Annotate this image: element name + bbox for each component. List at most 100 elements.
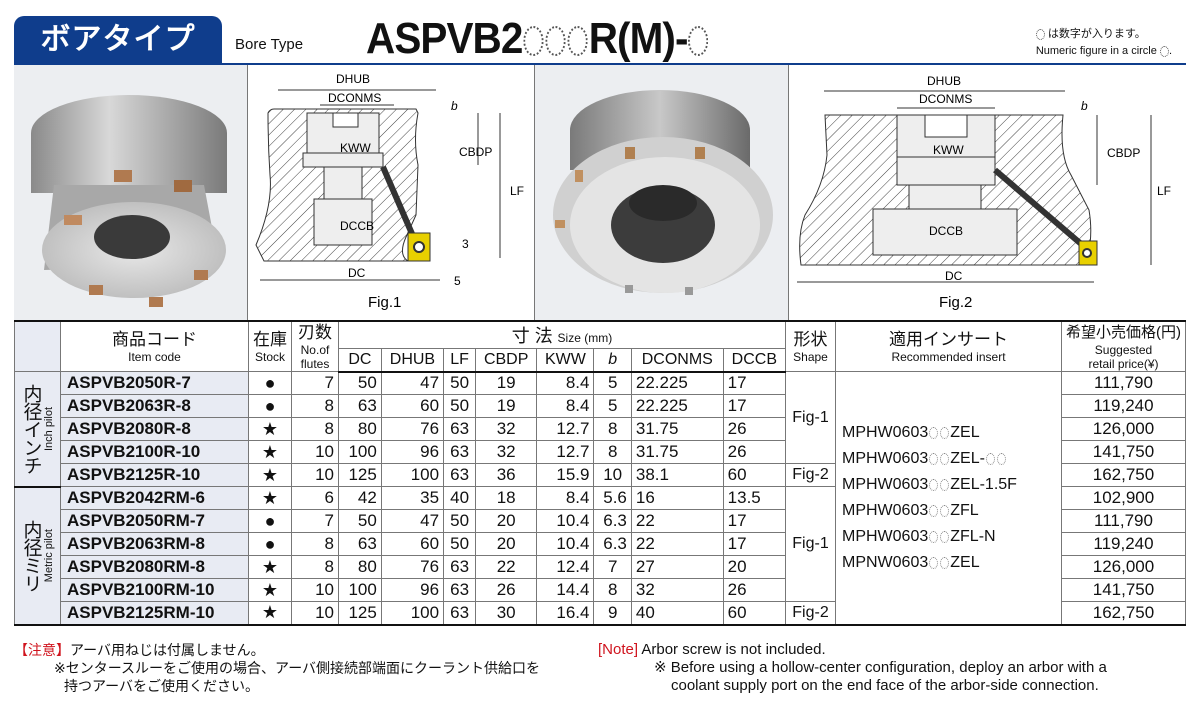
dim-label-b: b xyxy=(1081,99,1088,113)
placeholder-circle-icon xyxy=(567,26,588,57)
cell-flutes: 8 xyxy=(291,417,339,441)
model-mid: R(M)- xyxy=(588,14,689,63)
table-row: ASPVB2050RM-7 ● 7 50 47 50 20 10.4 6.3 2… xyxy=(15,509,1186,533)
item-code: ASPVB2063RM-8 xyxy=(60,532,249,556)
cell-dconms: 40 xyxy=(630,601,724,626)
table-row: ASPVB2063R-8 ● 8 63 60 50 19 8.4 5 22.22… xyxy=(15,394,1186,418)
shape-cell: Fig-2 xyxy=(785,601,836,626)
cell-b: 5.6 xyxy=(593,486,632,510)
cell-cbdp: 30 xyxy=(475,601,538,626)
cell-kww: 15.9 xyxy=(536,463,595,487)
cell-dhub: 47 xyxy=(380,509,445,533)
cell-lf: 63 xyxy=(443,417,477,441)
col-dccb: DCCB xyxy=(722,348,787,373)
col-lf: LF xyxy=(443,348,477,373)
note-line2-en: ※ Before using a hollow-center configura… xyxy=(654,659,1107,676)
dim-label-cbdp: CBDP xyxy=(459,145,492,159)
cell-cbdp: 20 xyxy=(475,509,538,533)
placeholder-circle-icon xyxy=(929,556,939,569)
cell-dccb: 13.5 xyxy=(722,486,787,510)
price: 119,240 xyxy=(1061,532,1186,556)
cell-kww: 8.4 xyxy=(536,394,595,418)
cell-dconms: 31.75 xyxy=(630,417,724,441)
dim-label-dconms: DCONMS xyxy=(919,92,972,106)
dim-label-cbdp: CBDP xyxy=(1107,146,1140,160)
cell-kww: 14.4 xyxy=(536,578,595,602)
cell-cbdp: 32 xyxy=(475,440,538,464)
stock-mark: ★ xyxy=(248,463,292,487)
placeholder-circle-icon xyxy=(1159,45,1169,57)
cell-dhub: 96 xyxy=(380,440,445,464)
table-row: ASPVB2080RM-8 ★ 8 80 76 63 22 12.4 7 27 … xyxy=(15,555,1186,579)
cell-dhub: 60 xyxy=(380,532,445,556)
cell-flutes: 10 xyxy=(291,463,339,487)
placeholder-circle-icon xyxy=(688,26,709,57)
col-dc: DC xyxy=(337,348,382,373)
dim-label-dhub: DHUB xyxy=(927,74,961,88)
header-divider xyxy=(14,63,1186,65)
cell-dccb: 60 xyxy=(722,601,787,626)
placeholder-note: は数字が入ります。 Numeric figure in a circle . xyxy=(1035,28,1172,57)
price: 141,750 xyxy=(1061,440,1186,464)
stock-mark: ● xyxy=(248,371,292,395)
cell-lf: 50 xyxy=(443,509,477,533)
item-code: ASPVB2063R-8 xyxy=(60,394,249,418)
section-subtitle: Bore Type xyxy=(235,36,304,53)
placeholder-circle-icon xyxy=(985,452,995,465)
placeholder-circle-icon xyxy=(545,26,566,57)
group-header-blank xyxy=(14,320,61,372)
cell-lf: 50 xyxy=(443,394,477,418)
stock-mark: ● xyxy=(248,394,292,418)
dim-label-kww: KWW xyxy=(933,143,964,157)
cell-dccb: 17 xyxy=(722,394,787,418)
cell-b: 7 xyxy=(593,555,632,579)
cell-dc: 100 xyxy=(337,578,382,602)
cell-dhub: 60 xyxy=(380,394,445,418)
table-row: ASPVB2080R-8 ★ 8 80 76 63 32 12.7 8 31.7… xyxy=(15,417,1186,441)
cell-dhub: 100 xyxy=(380,601,445,626)
price: 111,790 xyxy=(1061,371,1186,395)
cell-b: 8 xyxy=(593,417,632,441)
price: 111,790 xyxy=(1061,509,1186,533)
item-code: ASPVB2100R-10 xyxy=(60,440,249,464)
dim-label-kww: KWW xyxy=(340,141,371,155)
cell-b: 8 xyxy=(593,578,632,602)
shape-cell: Fig-2 xyxy=(785,463,836,487)
cell-dc: 80 xyxy=(337,555,382,579)
dim-label-dccb: DCCB xyxy=(929,224,963,238)
figure-strip: DHUB DCONMS b KWW CBDP LF DCCB DC 3 5 Fi… xyxy=(14,65,1186,320)
item-code: ASPVB2125R-10 xyxy=(60,463,249,487)
cell-dconms: 22.225 xyxy=(630,394,724,418)
placeholder-circle-icon xyxy=(929,530,939,543)
stock-mark: ★ xyxy=(248,555,292,579)
cell-flutes: 10 xyxy=(291,440,339,464)
stock-mark: ★ xyxy=(248,601,292,626)
cell-lf: 63 xyxy=(443,463,477,487)
col-kww: KWW xyxy=(536,348,595,373)
item-code: ASPVB2080RM-8 xyxy=(60,555,249,579)
cell-flutes: 8 xyxy=(291,532,339,556)
cell-dconms: 22.225 xyxy=(630,371,724,395)
placeholder-note-en: Numeric figure in a circle xyxy=(1035,45,1157,57)
cell-dhub: 35 xyxy=(380,486,445,510)
cell-dc: 125 xyxy=(337,601,382,626)
item-code: ASPVB2125RM-10 xyxy=(60,601,249,626)
price: 126,000 xyxy=(1061,417,1186,441)
cell-kww: 16.4 xyxy=(536,601,595,626)
cell-dc: 50 xyxy=(337,371,382,395)
cell-flutes: 6 xyxy=(291,486,339,510)
placeholder-circle-icon xyxy=(1035,28,1045,40)
diagram-fig1: DHUB DCONMS b KWW CBDP LF DCCB DC 3 5 Fi… xyxy=(248,65,534,320)
cell-dc: 100 xyxy=(337,440,382,464)
cell-dconms: 16 xyxy=(630,486,724,510)
cell-flutes: 10 xyxy=(291,601,339,626)
